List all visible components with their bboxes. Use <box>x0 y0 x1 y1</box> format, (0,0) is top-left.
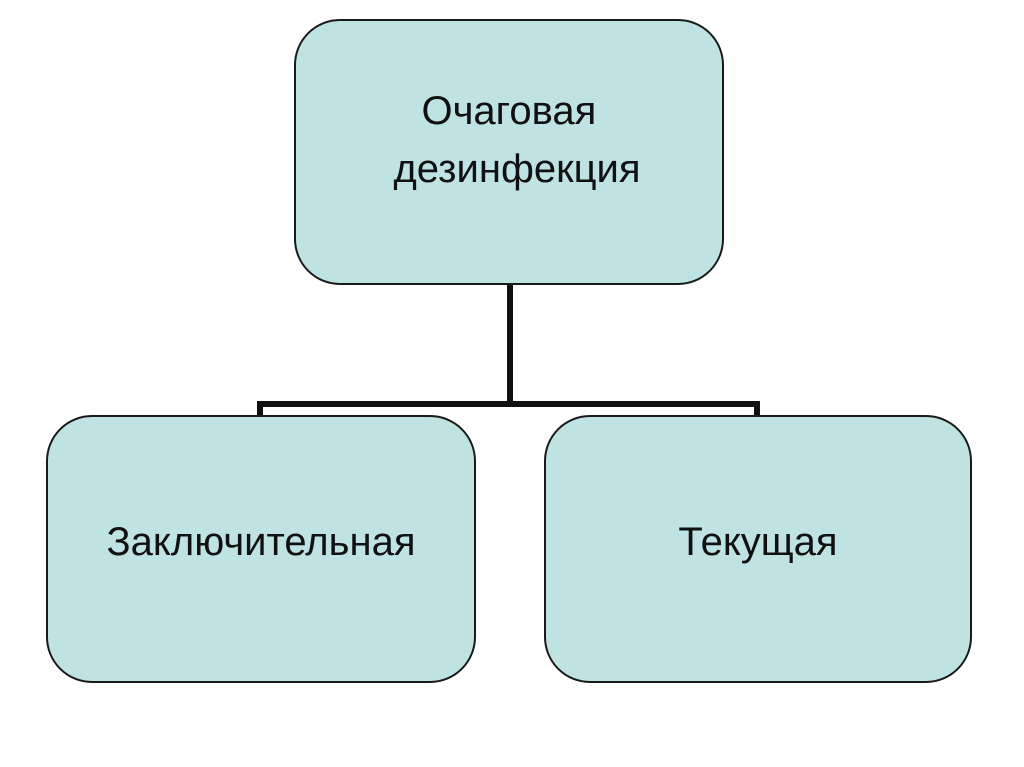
root-node-label-line1: Очаговая <box>421 89 597 133</box>
root-node-label: Очаговая дезинфекция <box>377 82 640 198</box>
child-node-current: Текущая <box>544 415 972 683</box>
child-node-final: Заключительная <box>46 415 476 683</box>
root-node-label-line2: дезинфекция <box>393 147 641 191</box>
root-node: Очаговая дезинфекция <box>294 19 724 285</box>
child-node-current-label: Текущая <box>678 520 838 564</box>
child-node-final-label: Заключительная <box>106 520 416 564</box>
